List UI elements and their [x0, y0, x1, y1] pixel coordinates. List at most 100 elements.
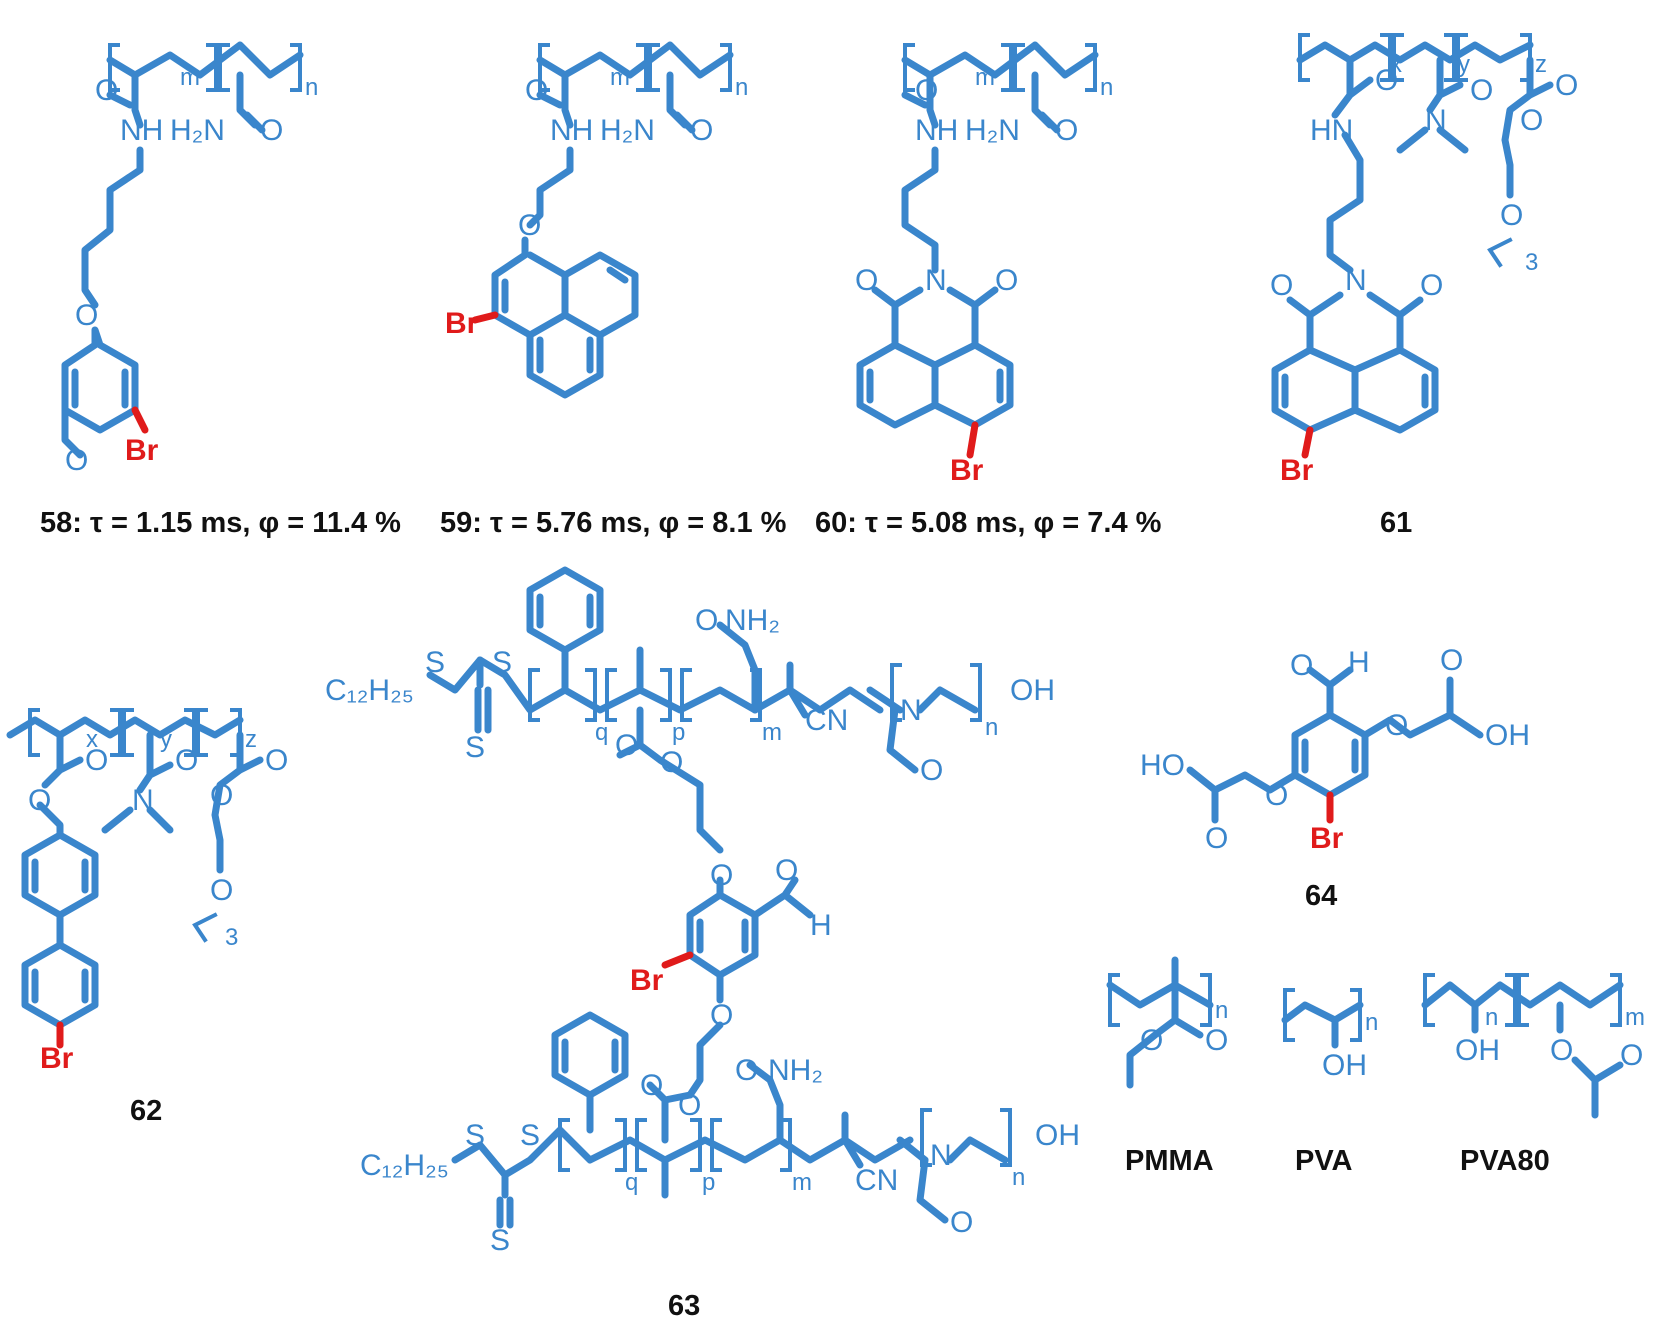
repeat-q: q: [595, 719, 608, 746]
structure-64: O H O O OH O HO O Br 64: [1140, 644, 1530, 912]
atom-o: O: [775, 854, 798, 887]
repeat-m: m: [792, 1169, 812, 1196]
structure-63: C₁₂H₂₅ S S S O NH₂ O O CN N OH O O O H B…: [325, 566, 1080, 1322]
repeat-z: z: [245, 726, 257, 753]
atom-nh: NH: [915, 114, 958, 147]
atom-o: O: [678, 1089, 701, 1122]
atom-o: O: [1420, 269, 1443, 302]
atom-o: O: [710, 859, 733, 892]
atom-o: O: [1620, 1039, 1643, 1072]
repeat-m: m: [975, 64, 995, 91]
repeat-m: m: [180, 64, 200, 91]
atom-o: O: [710, 999, 733, 1032]
atom-ho: HO: [1140, 749, 1185, 782]
repeat-p: p: [702, 1169, 715, 1196]
atom-o: O: [690, 114, 713, 147]
atom-o: O: [1375, 64, 1398, 97]
repeat-x: x: [1390, 51, 1402, 78]
repeat-q: q: [625, 1169, 638, 1196]
atom-oh: OH: [1485, 719, 1530, 752]
atom-n: N: [1425, 104, 1447, 137]
structure-58: O NH H₂N O O O Br m n 58: τ = 1.15 ms, φ…: [40, 41, 401, 539]
atom-o: O: [695, 604, 718, 637]
repeat-n: n: [1485, 1004, 1498, 1031]
atom-o: O: [1140, 1024, 1163, 1057]
atom-hn: HN: [1310, 114, 1353, 147]
caption-pva: PVA: [1295, 1145, 1353, 1177]
atom-o: O: [1500, 199, 1523, 232]
atom-oh: OH: [1010, 674, 1055, 707]
structure-60: O NH H₂N O N O O Br m n 60: τ = 5.08 ms,…: [815, 41, 1162, 539]
repeat-m: m: [762, 719, 782, 746]
atom-o: O: [28, 784, 51, 817]
atom-n: N: [900, 694, 922, 727]
atom-o: O: [65, 444, 88, 477]
atom-o: O: [1270, 269, 1293, 302]
atom-cn: CN: [805, 704, 848, 737]
repeat-z: z: [1535, 51, 1547, 78]
atom-o: O: [1055, 114, 1078, 147]
caption-63: 63: [668, 1290, 700, 1322]
atom-o: O: [1290, 649, 1313, 682]
atom-o: O: [518, 209, 541, 242]
repeat-n: n: [305, 74, 318, 101]
repeat-3: 3: [1525, 249, 1538, 276]
structure-61: O O O HN N O O N O O Br x y z 3 61: [1270, 33, 1578, 539]
atom-s: S: [465, 1119, 485, 1152]
atom-br: Br: [445, 307, 479, 340]
atom-o: O: [950, 1206, 973, 1239]
atom-oh: OH: [1455, 1034, 1500, 1067]
repeat-m: m: [1625, 1004, 1645, 1031]
atom-o: O: [210, 874, 233, 907]
caption-62: 62: [130, 1095, 162, 1127]
structure-pmma: O O n PMMA: [1106, 956, 1228, 1177]
atom-s: S: [520, 1119, 540, 1152]
atom-h: H: [810, 909, 832, 942]
repeat-y: y: [1458, 51, 1470, 78]
atom-o: O: [1205, 822, 1228, 855]
atom-o: O: [1385, 709, 1408, 742]
atom-o: O: [640, 1069, 663, 1102]
atom-o: O: [95, 74, 118, 107]
atom-n: N: [930, 1139, 952, 1172]
caption-pmma: PMMA: [1125, 1145, 1214, 1177]
atom-br: Br: [630, 964, 664, 997]
atom-o: O: [1470, 74, 1493, 107]
caption-59: 59: τ = 5.76 ms, φ = 8.1 %: [440, 507, 787, 539]
structure-59: O NH H₂N O O Br m n 59: τ = 5.76 ms, φ =…: [440, 41, 787, 539]
caption-58: 58: τ = 1.15 ms, φ = 11.4 %: [40, 507, 401, 539]
atom-o: O: [1520, 104, 1543, 137]
atom-o: O: [615, 729, 638, 762]
atom-o: O: [260, 114, 283, 147]
atom-oh: OH: [1322, 1049, 1367, 1082]
caption-61: 61: [1380, 507, 1412, 539]
atom-o: O: [920, 754, 943, 787]
atom-nh2: NH₂: [768, 1054, 823, 1087]
atom-n: N: [1345, 264, 1367, 297]
atom-o: O: [735, 1054, 758, 1087]
atom-s: S: [492, 646, 512, 679]
atom-o: O: [660, 746, 683, 779]
atom-h2n: H₂N: [600, 114, 655, 147]
atom-o: O: [210, 779, 233, 812]
structure-pva: OH n PVA: [1281, 988, 1378, 1177]
repeat-n: n: [1012, 1164, 1025, 1191]
atom-c12h25: C₁₂H₂₅: [360, 1149, 449, 1182]
atom-nh2: NH₂: [725, 604, 780, 637]
atom-h2n: H₂N: [170, 114, 225, 147]
atom-oh: OH: [1035, 1119, 1080, 1152]
caption-60: 60: τ = 5.08 ms, φ = 7.4 %: [815, 507, 1162, 539]
repeat-n: n: [1365, 1009, 1378, 1036]
repeat-n: n: [985, 714, 998, 741]
atom-br: Br: [1280, 454, 1314, 487]
atom-o: O: [1550, 1034, 1573, 1067]
repeat-n: n: [1100, 74, 1113, 101]
atom-o: O: [1440, 644, 1463, 677]
atom-br: Br: [950, 454, 984, 487]
atom-s: S: [425, 646, 445, 679]
atom-o: O: [75, 299, 98, 332]
atom-cn: CN: [855, 1164, 898, 1197]
atom-o: O: [855, 264, 878, 297]
repeat-p: p: [672, 719, 685, 746]
